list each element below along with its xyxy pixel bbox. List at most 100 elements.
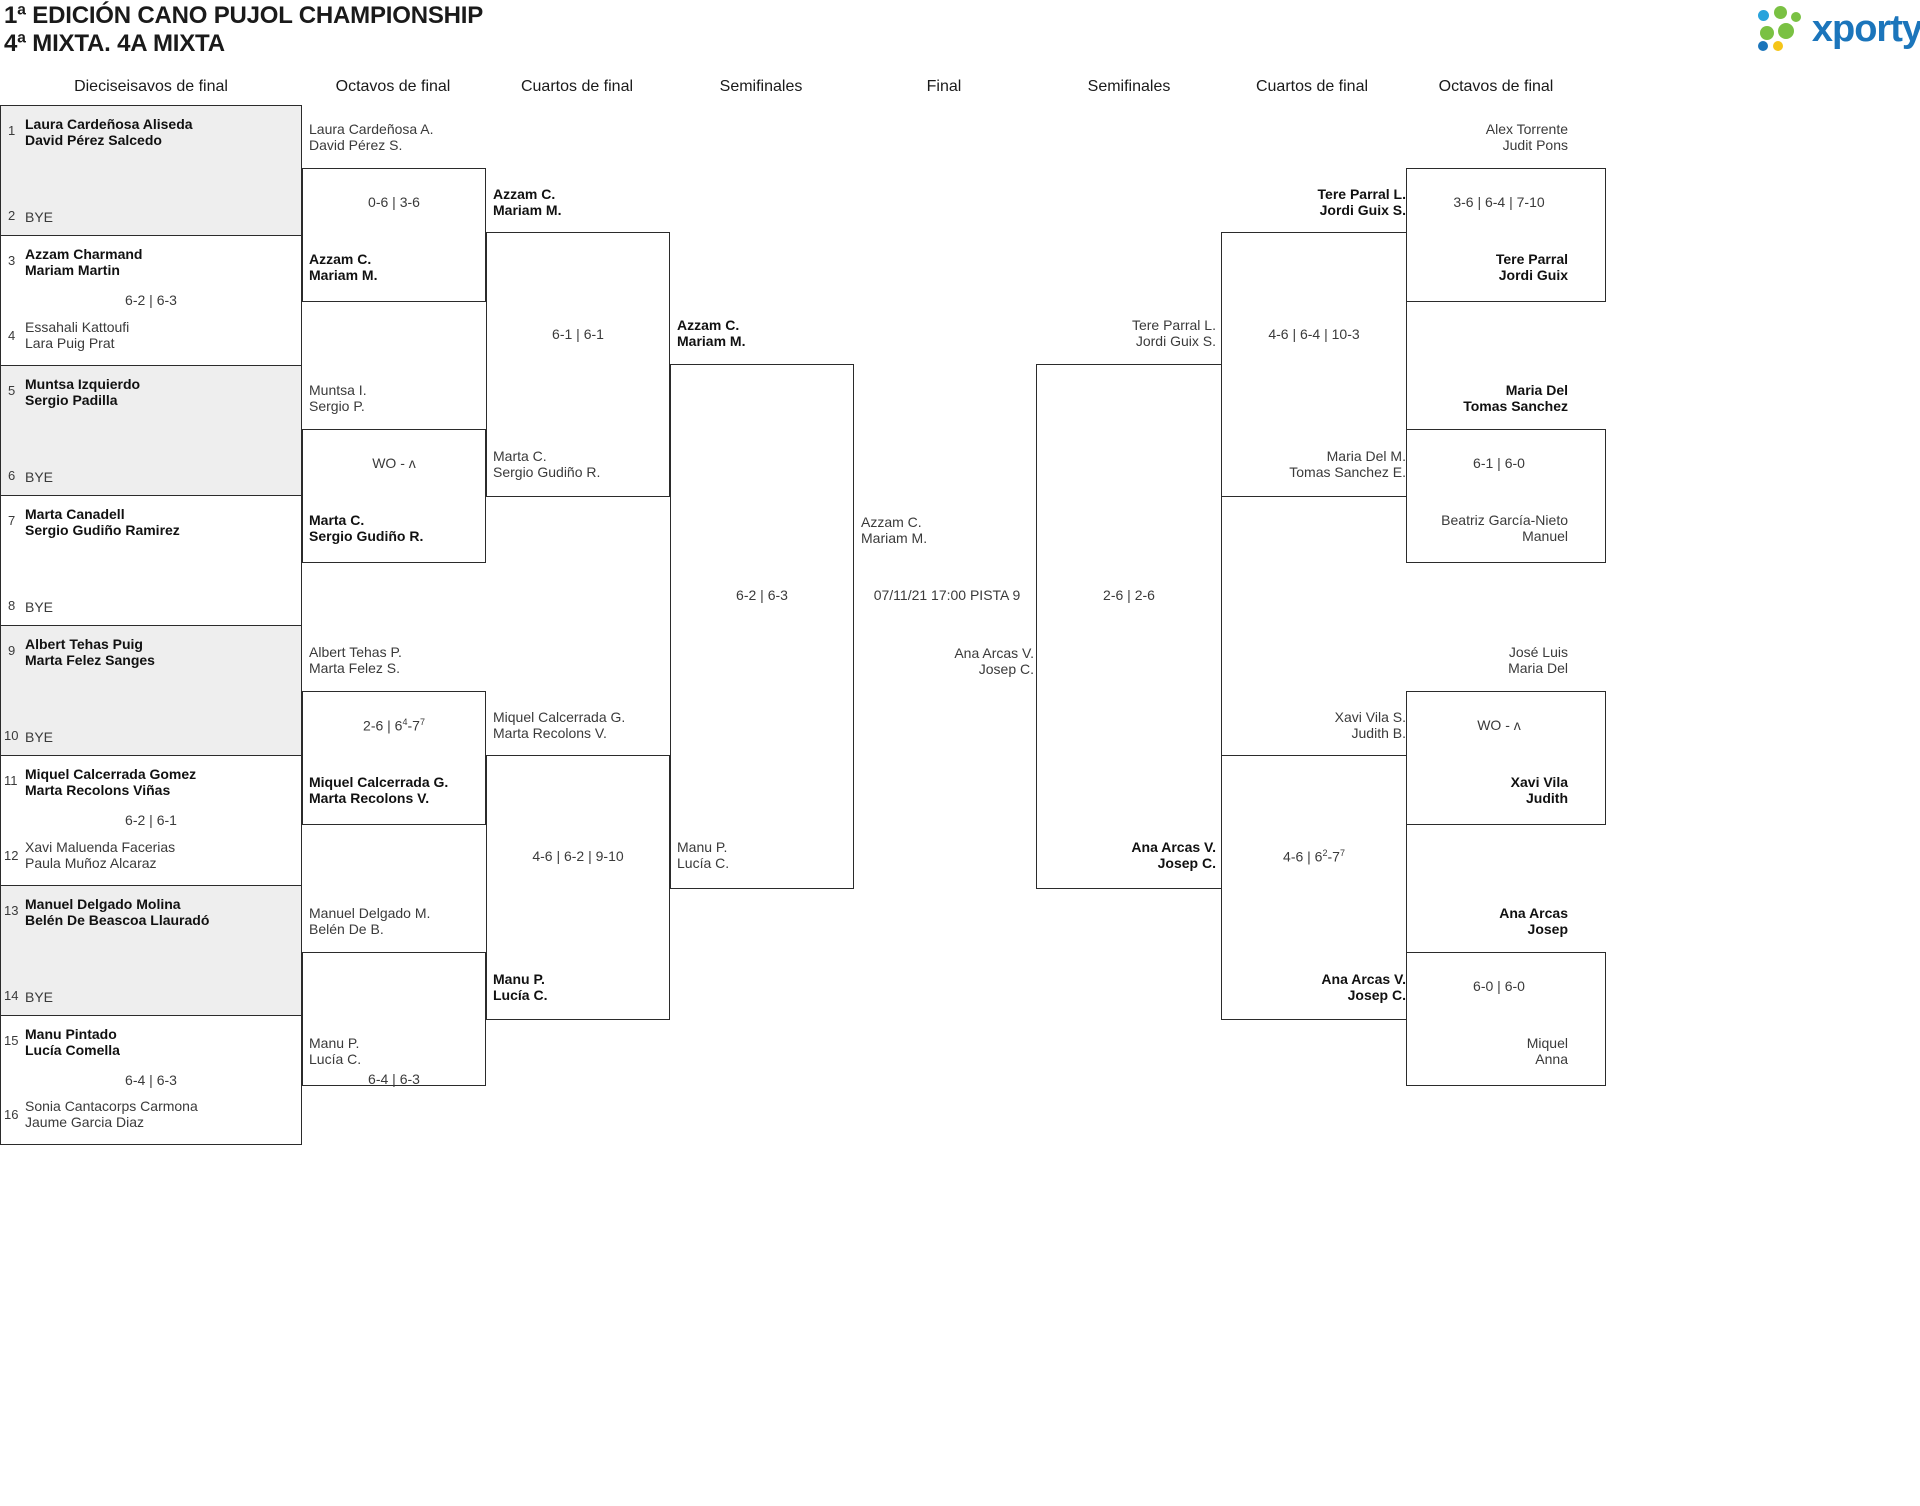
match-team-label: Maria Del M. Tomas Sanchez E. [1230, 448, 1406, 480]
player-1: Azzam C. [677, 317, 740, 333]
seed-match-score: 6-2 | 6-1 [125, 812, 177, 828]
match-team-label: Xavi Vila Judith [1414, 774, 1568, 806]
match-score: 2-6 | 64-77 [363, 717, 425, 734]
seed-pair[interactable]: 13 Manuel Delgado Molina Belén De Beasco… [0, 885, 302, 1015]
match-team-label: Miquel Anna [1414, 1035, 1568, 1067]
player-2: Marta Felez S. [309, 660, 401, 676]
player-1: Tere Parral L. [1131, 317, 1216, 333]
match-box-right-r16-3[interactable] [1406, 691, 1606, 825]
seed-player1: Marta Canadell [25, 506, 125, 522]
player-1: Azzam C. [309, 251, 372, 267]
seed-pair[interactable]: 9 Albert Tehas Puig Marta Felez Sanges 1… [0, 625, 302, 755]
round-header-left-qf: Cuartos de final [520, 78, 634, 95]
seed-number: 6 [8, 468, 16, 483]
player-2: Josep [1527, 921, 1568, 937]
match-box-left-r16-2[interactable] [302, 429, 486, 563]
player-2: Mariam M. [493, 202, 562, 218]
player-1: Miquel Calcerrada G. [493, 709, 626, 725]
match-team-label: Xavi Vila S. Judith B. [1230, 709, 1406, 741]
player-2: Mariam M. [861, 530, 928, 546]
match-box-left-r16-3[interactable] [302, 691, 486, 825]
match-team-label: Maria Del Tomas Sanchez [1414, 382, 1568, 414]
match-box-left-sf[interactable] [670, 364, 854, 889]
logo-dots-icon [1757, 6, 1806, 52]
seed-match-score: 6-4 | 6-3 [125, 1072, 177, 1088]
seed-number: 2 [8, 208, 16, 223]
seed-team: Albert Tehas Puig Marta Felez Sanges [25, 636, 155, 668]
match-box-left-qf-1[interactable] [486, 232, 670, 497]
seed-team: BYE [25, 989, 53, 1005]
seed-player2: Belén De Beascoa Llauradó [25, 912, 210, 928]
player-1: Maria Del [1505, 382, 1568, 398]
player-1: José Luis [1508, 644, 1568, 660]
match-team-label: Tere Parral L. Jordi Guix S. [1040, 317, 1216, 349]
player-2: Lucía C. [309, 1051, 362, 1067]
seed-player1: Laura Cardeñosa Aliseda [25, 116, 193, 132]
match-box-left-r16-4[interactable] [302, 952, 486, 1086]
seed-number: 8 [8, 598, 16, 613]
match-box-left-r16-1[interactable] [302, 168, 486, 302]
match-score: 3-6 | 6-4 | 7-10 [1453, 194, 1545, 210]
match-team-label: Tere Parral L. Jordi Guix S. [1230, 186, 1406, 218]
match-team-label: Manu P. Lucía C. [493, 971, 547, 1003]
player-2: Judit Pons [1502, 137, 1568, 153]
seed-number: 13 [4, 903, 19, 918]
final-team-top: Azzam C. Mariam M. [861, 514, 927, 546]
page-subtitle: 4ª MIXTA. 4A MIXTA [4, 30, 225, 57]
seed-pair[interactable]: 5 Muntsa Izquierdo Sergio Padilla 6 BYE [0, 365, 302, 495]
player-1: Miquel Calcerrada G. [309, 774, 449, 790]
match-box-right-sf[interactable] [1036, 364, 1222, 889]
seed-player1: BYE [25, 469, 54, 485]
player-2: Manuel [1522, 528, 1568, 544]
logo-wordmark: xporty [1811, 7, 1920, 50]
seed-team: BYE [25, 209, 53, 225]
player-2: Tomas Sanchez [1463, 398, 1568, 414]
player-2: Josep C. [1157, 855, 1216, 871]
player-2: David Pérez S. [309, 137, 403, 153]
seed-team: BYE [25, 599, 53, 615]
final-schedule: 07/11/21 17:00 PISTA 9 [873, 587, 1021, 603]
player-1: Albert Tehas P. [309, 644, 402, 660]
seed-pair[interactable]: 1 Laura Cardeñosa Aliseda David Pérez Sa… [0, 105, 302, 235]
player-2: Lucía C. [677, 855, 730, 871]
seed-pair[interactable]: 11 Miquel Calcerrada Gomez Marta Recolon… [0, 755, 302, 885]
seed-pair[interactable]: 15 Manu Pintado Lucía Comella 6-4 | 6-3 … [0, 1015, 302, 1145]
seed-number: 16 [4, 1107, 19, 1122]
match-team-label: Beatriz García-Nieto Manuel [1414, 512, 1568, 544]
seed-team: BYE [25, 469, 53, 485]
seed-number: 15 [4, 1033, 19, 1048]
seed-player1: BYE [25, 989, 54, 1005]
match-team-label: Manu P. Lucía C. [309, 1035, 361, 1067]
seed-number: 9 [8, 643, 16, 658]
match-team-label: Ana Arcas V. Josep C. [1040, 839, 1216, 871]
seed-player2: Sergio Gudiño Ramirez [25, 522, 180, 538]
round-header-left-r32: Dieciseisavos de final [74, 78, 228, 95]
player-2: Sergio P. [309, 398, 365, 414]
seed-player2: Marta Felez Sanges [25, 652, 155, 668]
seed-pair[interactable]: 3 Azzam Charmand Mariam Martin 6-2 | 6-3… [0, 235, 302, 365]
seed-pair[interactable]: 7 Marta Canadell Sergio Gudiño Ramirez 8… [0, 495, 302, 625]
match-team-label: Laura Cardeñosa A. David Pérez S. [309, 121, 434, 153]
seed-player2: David Pérez Salcedo [25, 132, 162, 148]
seed-team: Essahali Kattoufi Lara Puig Prat [25, 319, 129, 351]
player-1: Tere Parral L. [1317, 186, 1406, 202]
match-box-right-r16-1[interactable] [1406, 168, 1606, 302]
match-box-right-qf-1[interactable] [1221, 232, 1407, 497]
seed-team: Sonia Cantacorps Carmona Jaume Garcia Di… [25, 1098, 198, 1130]
match-team-label: Ana Arcas Josep [1414, 905, 1568, 937]
seed-team: Azzam Charmand Mariam Martin [25, 246, 142, 278]
match-score: 6-0 | 6-0 [1473, 978, 1525, 994]
round-header-right-sf: Semifinales [1087, 78, 1171, 95]
player-2: Jordi Guix S. [1135, 333, 1216, 349]
match-box-right-r16-4[interactable] [1406, 952, 1606, 1086]
match-box-right-qf-2[interactable] [1221, 755, 1407, 1020]
match-score: 2-6 | 2-6 [1103, 587, 1155, 603]
seed-player1: Sonia Cantacorps Carmona [25, 1098, 198, 1114]
round-header-left-sf: Semifinales [719, 78, 803, 95]
player-2: Mariam M. [309, 267, 378, 283]
seed-team: Manuel Delgado Molina Belén De Beascoa L… [25, 896, 209, 928]
seed-player2: Lara Puig Prat [25, 335, 115, 351]
match-box-left-qf-2[interactable] [486, 755, 670, 1020]
match-box-right-r16-2[interactable] [1406, 429, 1606, 563]
player-2: Belén De B. [309, 921, 384, 937]
